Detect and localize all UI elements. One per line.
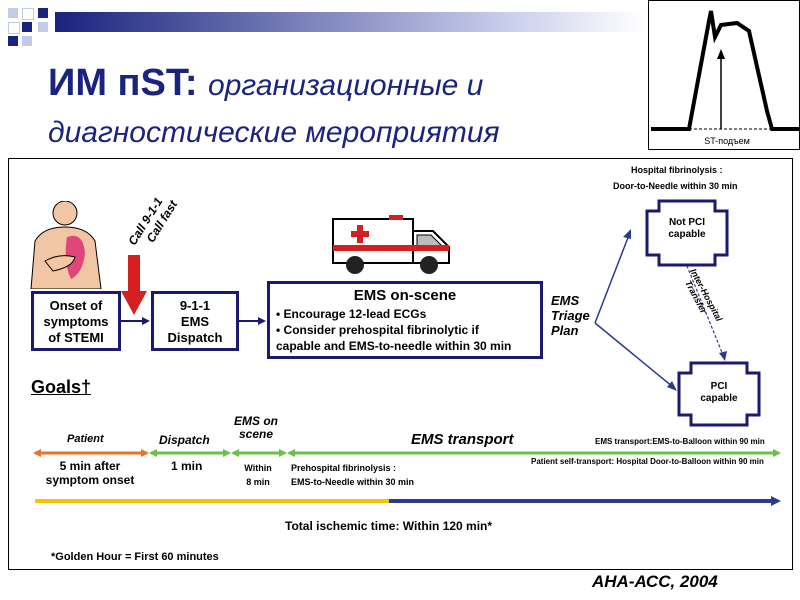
slide-title-line-2: диагностические мероприятия <box>48 116 500 149</box>
ambulance-icon <box>332 215 450 274</box>
triage-plan-label: EMS Triage Plan <box>551 293 590 338</box>
not-pci-line-2: capable <box>668 229 706 240</box>
title-italic-1: организационные и <box>208 69 484 102</box>
citation: АНА-АСС, 2004 <box>592 572 718 591</box>
inset-label: ST-подъем <box>704 136 750 146</box>
triage-line-3: Plan <box>551 323 579 338</box>
stemi-care-diagram: Call 9-1-1 Call fast Onset of symptoms o… <box>8 158 793 570</box>
goal-ems-on-scene: EMS on scene <box>231 415 281 441</box>
ems-on-scene-1: EMS on <box>234 414 278 428</box>
onset-line-3: of STEMI <box>48 330 104 345</box>
fibrinolysis-label-2: Door-to-Needle within 30 min <box>613 181 738 191</box>
total-ischemic-time: Total ischemic time: Within 120 min* <box>285 519 493 533</box>
patient-time: 5 min after symptom onset <box>35 459 145 487</box>
ems-line-1: • Encourage 12-lead ECGs <box>276 307 427 321</box>
st-elevation-ecg-graphic: ST-подъем <box>651 10 799 146</box>
flow-connectors <box>121 199 761 427</box>
dispatch-line-2: EMS <box>180 314 210 329</box>
goal-ems-transport: EMS transport <box>411 431 514 448</box>
ems-line-2: • Consider prehospital fibrinolytic if <box>276 323 479 337</box>
goal-ems-transport-balloon: EMS transport:EMS-to-Balloon within 90 m… <box>595 437 765 446</box>
ems-within-2: 8 min <box>246 477 270 487</box>
goals-timeline <box>33 449 781 506</box>
prehospital-fibrinolysis: Prehospital fibrinolysis : EMS-to-Needle… <box>291 461 414 489</box>
dispatch-line-1: 9-1-1 <box>179 298 211 313</box>
onset-line-1: Onset of <box>49 298 103 313</box>
self-transport-goal: Patient self-transport: Hospital Door-to… <box>531 457 764 466</box>
dispatch-time: 1 min <box>171 459 203 473</box>
patient-time-2: symptom onset <box>45 473 135 487</box>
slide-title-line-1: ИМ пST: организационные и <box>48 62 483 105</box>
ems-line-3: capable and EMS-to-needle within 30 min <box>276 339 512 353</box>
pci-label: PCI capable <box>681 381 757 405</box>
onset-line-2: symptoms <box>43 314 109 329</box>
prehospital-2: EMS-to-Needle within 30 min <box>291 477 415 487</box>
ems-title: EMS on-scene <box>353 287 457 304</box>
ems-within-1: Within <box>244 463 272 473</box>
goals-heading: Goals† <box>31 377 92 397</box>
pci-hospital-shape <box>677 361 761 427</box>
triage-line-1: EMS <box>551 293 580 308</box>
golden-hour-footnote: *Golden Hour = First 60 minutes <box>51 551 219 563</box>
ems-within: Within 8 min <box>235 461 281 489</box>
red-down-arrow-icon <box>121 255 147 315</box>
title-rule-bar <box>55 12 645 32</box>
pci-line-2: capable <box>700 393 738 404</box>
ems-on-scene-box: EMS on-scene • Encourage 12-lead ECGs • … <box>267 281 543 359</box>
not-pci-line-1: Not PCI <box>668 217 706 228</box>
not-pci-hospital-shape <box>645 199 729 267</box>
st-elevation-inset: ST-подъем <box>648 0 800 150</box>
not-pci-label: Not PCI capable <box>649 217 725 241</box>
pci-line-1: PCI <box>710 381 728 392</box>
dispatch-box: 9-1-1 EMS Dispatch <box>151 291 239 351</box>
patient-chest-pain-icon <box>30 201 102 289</box>
triage-line-2: Triage <box>551 308 590 323</box>
patient-time-1: 5 min after <box>59 459 121 473</box>
title-bold: ИМ пST: <box>48 62 198 104</box>
prehospital-1: Prehospital fibrinolysis : <box>291 463 397 473</box>
dispatch-line-3: Dispatch <box>167 330 223 345</box>
fibrinolysis-label-1: Hospital fibrinolysis : <box>631 165 723 175</box>
ems-on-scene-2: scene <box>238 427 274 441</box>
goal-dispatch: Dispatch <box>159 433 210 447</box>
goal-patient: Patient <box>67 433 104 445</box>
onset-box: Onset of symptoms of STEMI <box>31 291 121 351</box>
